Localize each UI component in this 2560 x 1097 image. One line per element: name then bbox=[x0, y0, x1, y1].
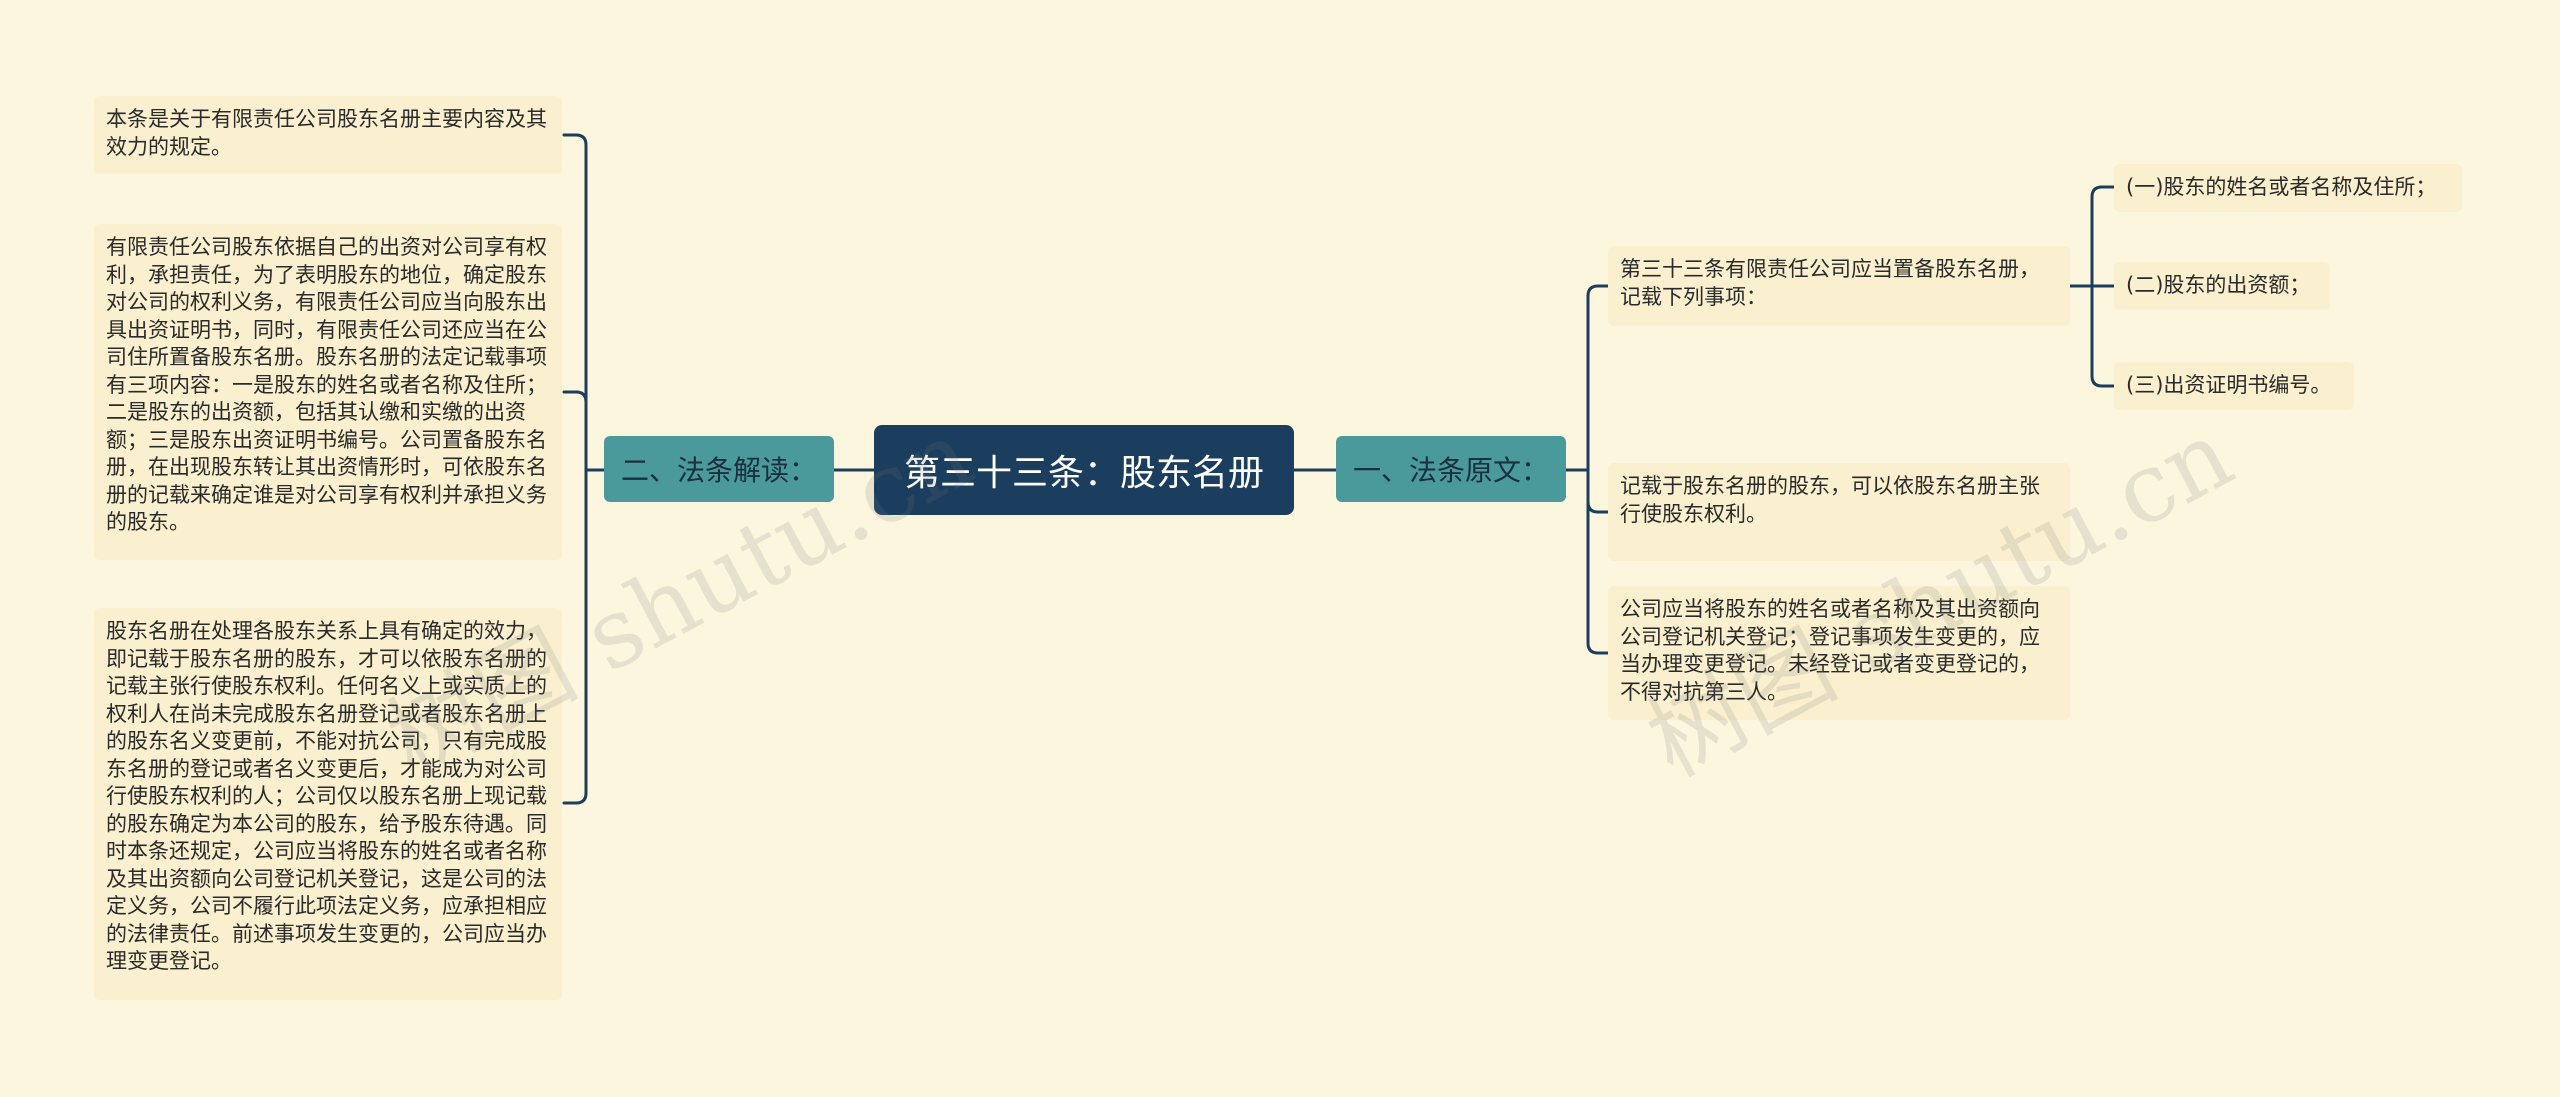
branch-original-text-label: 一、法条原文： bbox=[1352, 454, 1549, 487]
original-item-2[interactable]: 记载于股东名册的股东，可以依股东名册主张行使股东权利。 bbox=[1608, 463, 2070, 561]
branch-original-text[interactable]: 一、法条原文： bbox=[1336, 436, 1566, 502]
root-node[interactable]: 第三十三条：股东名册 bbox=[874, 425, 1294, 515]
original-item-3[interactable]: 公司应当将股东的姓名或者名称及其出资额向公司登记机关登记；登记事项发生变更的，应… bbox=[1608, 586, 2070, 720]
connector-left-bracket bbox=[562, 133, 606, 805]
connector-right-bracket bbox=[1564, 284, 1610, 655]
branch-interpretation[interactable]: 二、法条解读： bbox=[604, 436, 834, 502]
connector-sub-bracket bbox=[2068, 185, 2116, 388]
original-item-1[interactable]: 第三十三条有限责任公司应当置备股东名册，记载下列事项： bbox=[1608, 246, 2070, 326]
interpretation-item-1[interactable]: 本条是关于有限责任公司股东名册主要内容及其效力的规定。 bbox=[94, 96, 562, 174]
root-title: 第三十三条：股东名册 bbox=[903, 453, 1264, 494]
branch-interpretation-label: 二、法条解读： bbox=[620, 454, 817, 487]
sub-item-1[interactable]: (一)股东的姓名或者名称及住所； bbox=[2114, 164, 2462, 212]
sub-item-2[interactable]: (二)股东的出资额； bbox=[2114, 262, 2330, 310]
interpretation-item-2[interactable]: 有限责任公司股东依据自己的出资对公司享有权利，承担责任，为了表明股东的地位，确定… bbox=[94, 224, 562, 560]
sub-item-3[interactable]: (三)出资证明书编号。 bbox=[2114, 362, 2354, 410]
interpretation-item-3[interactable]: 股东名册在处理各股东关系上具有确定的效力，即记载于股东名册的股东，才可以依股东名… bbox=[94, 608, 562, 1000]
